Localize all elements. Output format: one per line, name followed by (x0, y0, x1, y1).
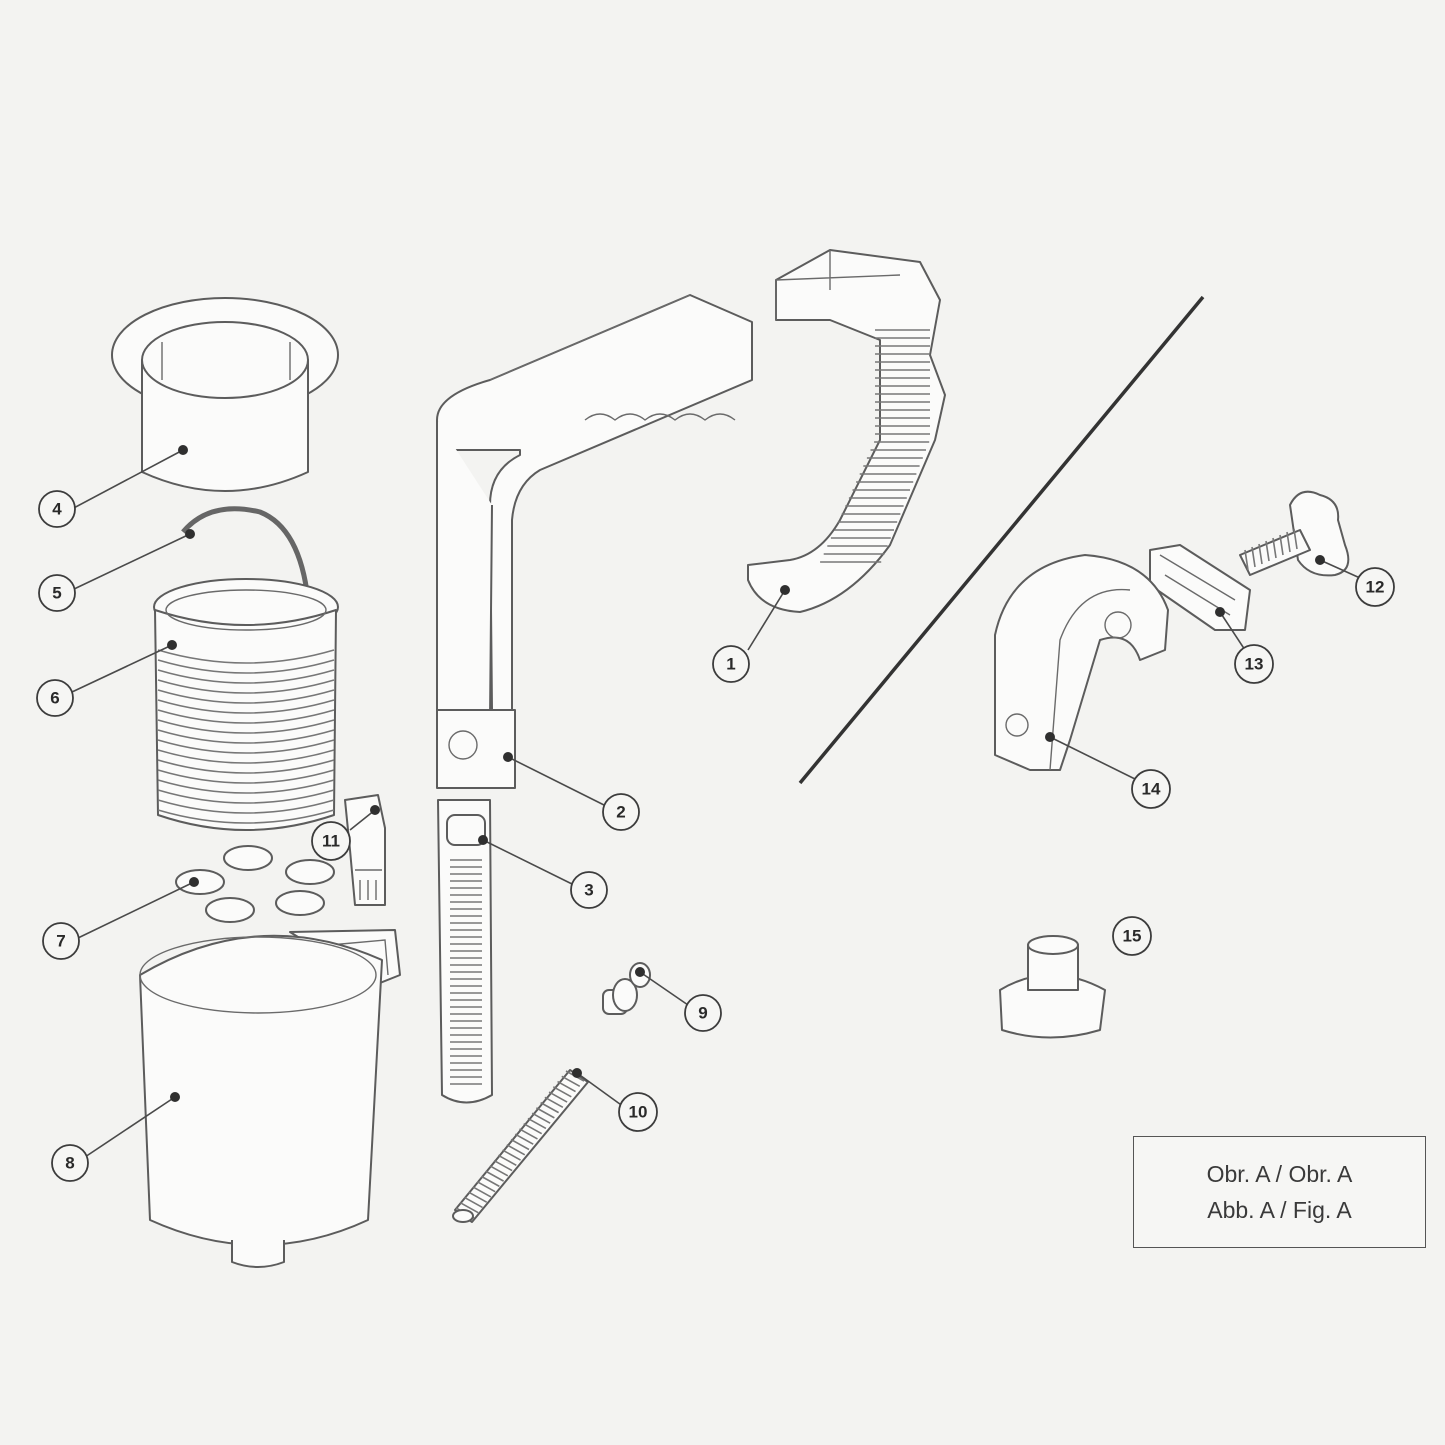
part-2-support-arm (436, 294, 753, 789)
part-8-skimmer-body (139, 929, 401, 1268)
svg-text:1: 1 (726, 655, 735, 674)
part-10-hose (452, 1069, 589, 1223)
svg-text:12: 12 (1366, 578, 1385, 597)
svg-text:3: 3 (584, 881, 593, 900)
svg-text:8: 8 (65, 1154, 74, 1173)
part-5-basket-handle (181, 506, 311, 601)
svg-text:6: 6 (50, 689, 59, 708)
callout-9: 9 (684, 994, 722, 1032)
svg-text:4: 4 (52, 500, 62, 519)
figure-label-line-2: Abb. A / Fig. A (1207, 1197, 1352, 1223)
svg-text:10: 10 (629, 1103, 648, 1122)
svg-text:7: 7 (56, 932, 65, 951)
callout-11: 11 (311, 821, 351, 861)
callout-4: 4 (38, 490, 76, 528)
part-6-skimmer-basket (153, 578, 339, 831)
svg-text:13: 13 (1245, 655, 1264, 674)
figure-label-line-1: Obr. A / Obr. A (1206, 1161, 1353, 1187)
callout-8: 8 (51, 1144, 89, 1182)
callout-3: 3 (570, 871, 608, 909)
callout-15: 15 (1112, 916, 1152, 956)
part-15-connector (999, 935, 1106, 1039)
svg-text:5: 5 (52, 584, 61, 603)
figure-label-box: Obr. A / Obr. A Abb. A / Fig. A (1133, 1136, 1426, 1248)
leader-lines (69, 445, 1361, 1158)
callout-14: 14 (1131, 769, 1171, 809)
part-14-clamp (994, 554, 1169, 771)
part-4-flange-ring (111, 297, 339, 492)
part-11-flap-clip (344, 794, 386, 906)
svg-text:11: 11 (322, 832, 340, 851)
part-3-strap (437, 799, 493, 1104)
part-1-skimmer-mouth (747, 249, 946, 613)
section-divider-line (798, 295, 1205, 785)
part-9-fitting (602, 962, 651, 1015)
callout-7: 7 (42, 922, 80, 960)
svg-text:15: 15 (1123, 927, 1142, 946)
callout-5: 5 (38, 574, 76, 612)
callout-13: 13 (1234, 644, 1274, 684)
callout-1: 1 (712, 645, 750, 683)
callout-6: 6 (36, 679, 74, 717)
svg-text:14: 14 (1142, 780, 1161, 799)
callout-2: 2 (602, 793, 640, 831)
part-7-discs (175, 845, 335, 923)
svg-text:9: 9 (698, 1004, 707, 1023)
svg-text:2: 2 (616, 803, 625, 822)
part-12-thumb-screw (1239, 490, 1350, 577)
callout-12: 12 (1355, 567, 1395, 607)
callout-10: 10 (618, 1092, 658, 1132)
